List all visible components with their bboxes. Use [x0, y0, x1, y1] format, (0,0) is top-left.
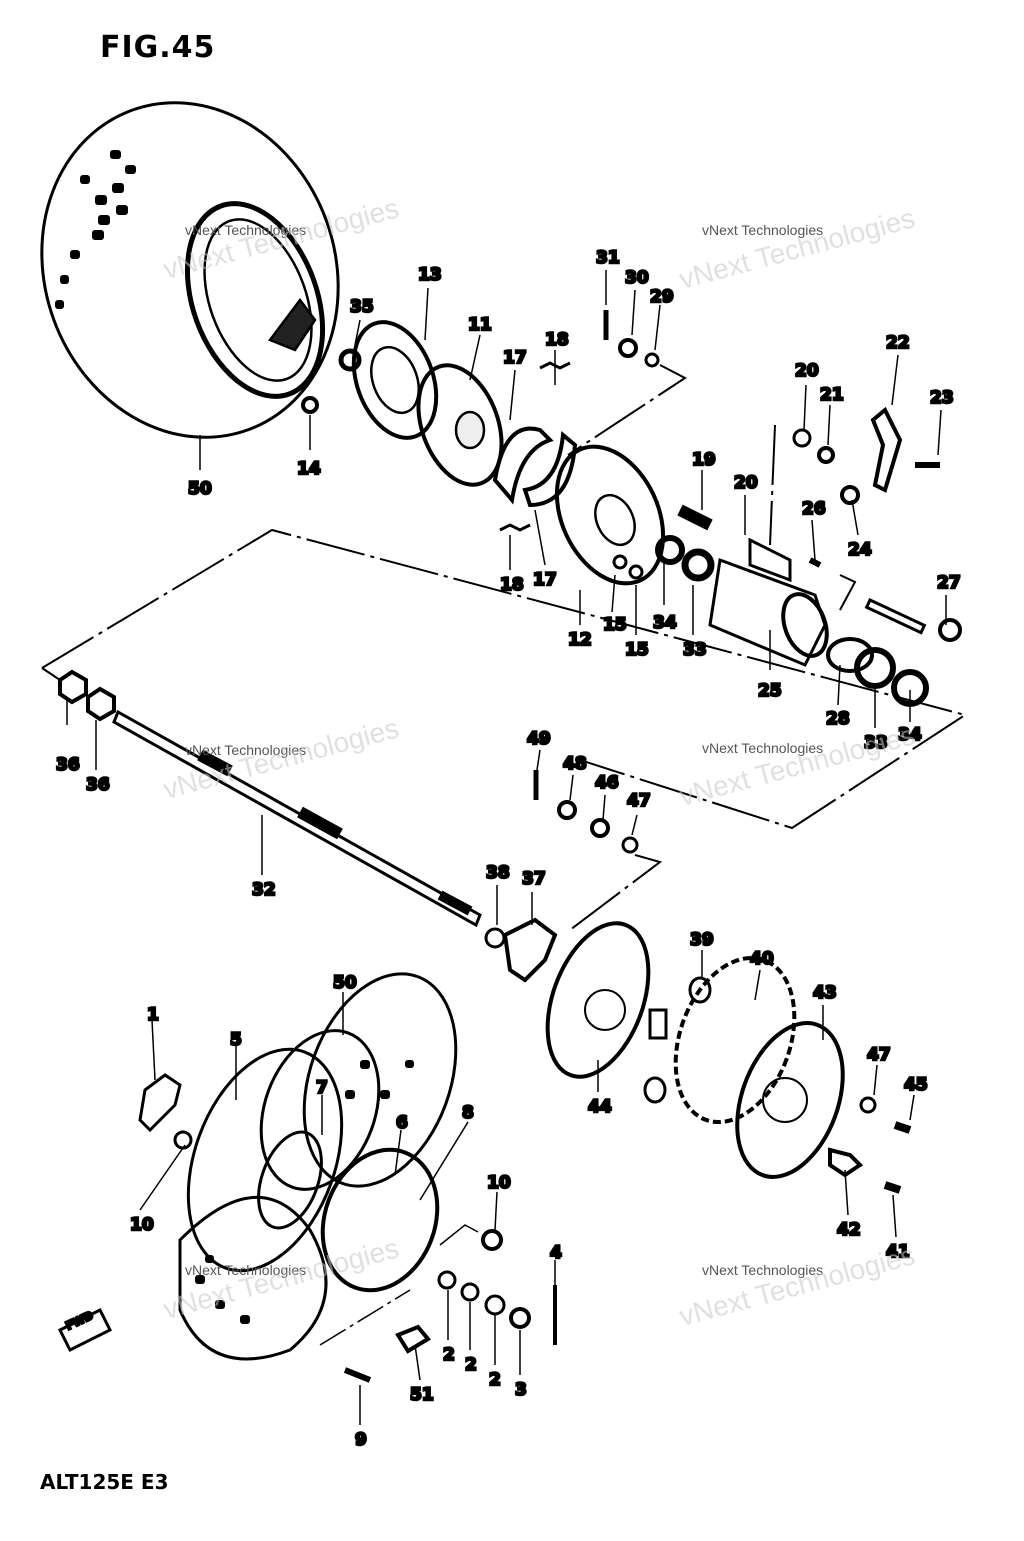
callout-label: 33 — [864, 733, 888, 753]
leader-lines-upper — [199, 270, 947, 728]
callout-label: 26 — [802, 499, 826, 519]
callout-label: 23 — [930, 388, 954, 408]
callout-label: 11 — [468, 315, 492, 335]
callout-label: 33 — [683, 640, 707, 660]
callout-label: 50 — [188, 479, 212, 499]
callout-label: 12 — [568, 630, 592, 650]
callout-label: 28 — [826, 709, 850, 729]
callout-label: 10 — [487, 1173, 511, 1193]
callout-label: 18 — [545, 330, 569, 350]
callout-label: 1 — [147, 1005, 159, 1025]
watermark: vNext Technologies — [185, 1262, 306, 1278]
watermark-small-text: vNext Technologies — [702, 1262, 824, 1278]
watermark: vNext Technologies — [185, 222, 306, 238]
callout-label: 39 — [690, 930, 714, 950]
callout-label: 6 — [396, 1113, 408, 1133]
callout-label: 7 — [316, 1078, 328, 1098]
callout-label: 2 — [465, 1355, 477, 1375]
callout-label: 46 — [595, 773, 619, 793]
callout-label: 4 — [550, 1243, 562, 1263]
callout-label: 3 — [515, 1380, 527, 1400]
watermark: vNext Technologies — [676, 1239, 918, 1334]
callout-label: 20 — [734, 473, 758, 493]
watermark-small-text: vNext Technologies — [702, 740, 824, 756]
callout-label: 31 — [596, 248, 620, 268]
watermark: vNext Technologies — [676, 202, 918, 297]
callout-label: 15 — [603, 615, 627, 635]
callout-label: 17 — [533, 570, 557, 590]
sprocket-assembly — [545, 921, 912, 1194]
callout-label: 36 — [56, 755, 80, 775]
callout-label: 37 — [522, 869, 546, 889]
callout-label: 15 — [625, 640, 649, 660]
watermark: vNext Technologies — [160, 712, 402, 807]
watermark: vNext Technologies — [185, 742, 306, 758]
callout-label: 34 — [898, 725, 922, 745]
callout-label: 25 — [758, 681, 782, 701]
callout-label: 38 — [486, 863, 510, 883]
callout-label: 51 — [410, 1385, 434, 1405]
watermark-small-text: vNext Technologies — [185, 1262, 307, 1278]
callout-label: 19 — [692, 450, 716, 470]
callout-label: 47 — [867, 1045, 891, 1065]
watermark-small-text: vNext Technologies — [185, 742, 307, 758]
callout-label: 43 — [813, 983, 837, 1003]
leader-lines-lower — [66, 700, 915, 1425]
watermark: vNext Technologies — [702, 740, 823, 756]
brake-panel — [554, 406, 962, 707]
callout-label: 32 — [252, 880, 276, 900]
callout-label: 34 — [653, 613, 677, 633]
callout-label: 5 — [230, 1030, 242, 1050]
callout-label: 17 — [503, 348, 527, 368]
model-label: ALT125E E3 — [40, 1470, 169, 1494]
watermark: vNext Technologies — [160, 1232, 402, 1327]
fwd-marker: FWD — [64, 1309, 96, 1333]
watermark: vNext Technologies — [702, 1262, 823, 1278]
callout-label: 8 — [462, 1103, 474, 1123]
callout-label: 47 — [627, 791, 651, 811]
callout-label: 2 — [489, 1370, 501, 1390]
watermark: vNext Technologies — [676, 719, 918, 814]
callout-label: 20 — [795, 361, 819, 381]
callout-label: 48 — [563, 754, 587, 774]
watermark: vNext Technologies — [702, 222, 823, 238]
callout-label: 35 — [350, 297, 374, 317]
callout-label: 44 — [588, 1097, 612, 1117]
watermark: vNext Technologies — [160, 192, 402, 287]
callout-label: 10 — [130, 1215, 154, 1235]
lower-wheel — [138, 972, 458, 1361]
callout-label: 21 — [820, 385, 844, 405]
callout-label: 27 — [937, 573, 961, 593]
callout-label: 50 — [333, 973, 357, 993]
figure-title: FIG.45 — [100, 30, 216, 65]
rear-axle — [58, 669, 639, 983]
callout-label: 29 — [650, 287, 674, 307]
brake-assembly — [301, 310, 660, 532]
callout-label: 30 — [625, 268, 649, 288]
callout-label: 22 — [886, 333, 910, 353]
watermark-small-text: vNext Technologies — [702, 222, 824, 238]
watermark-small-text: vNext Technologies — [185, 222, 307, 238]
assembly-outline — [41, 364, 968, 931]
callout-label: 9 — [355, 1430, 367, 1450]
callout-label: 36 — [86, 775, 110, 795]
callouts: 50 14 35 13 11 17 18 17 18 31 30 29 12 1… — [55, 247, 962, 1452]
callout-label: 24 — [848, 540, 872, 560]
callout-label: 45 — [904, 1075, 928, 1095]
callout-label: 40 — [750, 949, 774, 969]
callout-label: 13 — [418, 265, 442, 285]
callout-label: 41 — [886, 1242, 910, 1262]
callout-label: 2 — [443, 1345, 455, 1365]
callout-label: 42 — [837, 1220, 861, 1240]
callout-label: 14 — [297, 459, 321, 479]
callout-label: 18 — [500, 575, 524, 595]
upper-tire — [40, 101, 340, 439]
callout-label: 49 — [527, 729, 551, 749]
